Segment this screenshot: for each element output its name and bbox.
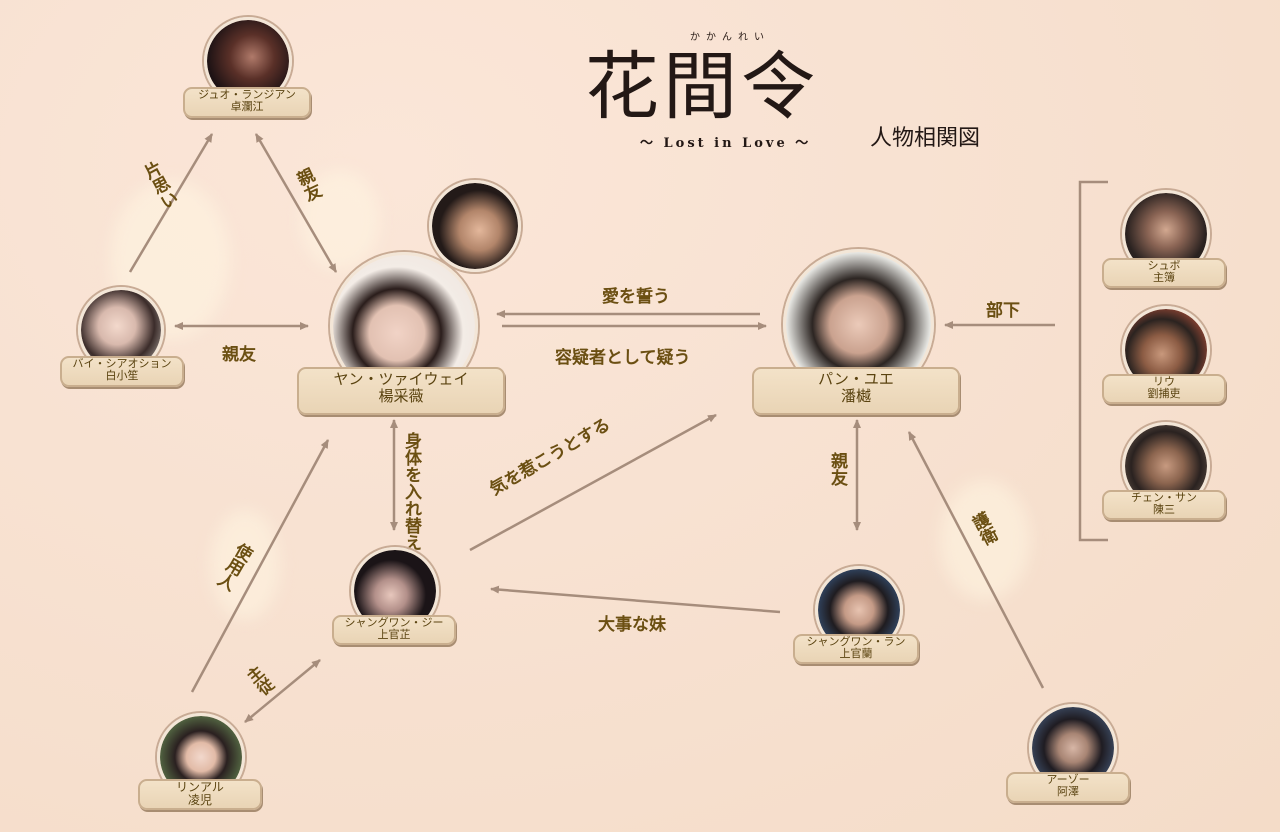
- avatar: [429, 180, 521, 272]
- name-plaque: シュボ 主簿: [1102, 258, 1226, 288]
- name-plaque: パン・ユエ 潘樾: [752, 367, 960, 415]
- name-plaque: ヤン・ツァイウェイ 楊采薇: [297, 367, 505, 415]
- name-plaque: リウ 劉捕吏: [1102, 374, 1226, 404]
- label-body-swap: 身体を入れ替える: [401, 432, 421, 568]
- name-plaque: ジュオ・ランジアン 卓瀾江: [183, 87, 311, 118]
- label-ki-wo-hikou: 気を惹こうとする: [486, 414, 614, 500]
- chart-title: 人物相関図: [870, 126, 981, 151]
- label-buka: 部下: [986, 301, 1020, 321]
- title-block: かかんれい 花間令 〜 Lost in Love 〜 人物相関図: [585, 28, 1005, 158]
- label-suspect: 容疑者として疑う: [555, 348, 691, 368]
- name-plaque: チェン・サン 陳三: [1102, 490, 1226, 520]
- arrow-lan-zhi: [490, 585, 781, 614]
- title-ruby: かかんれい: [690, 32, 770, 43]
- label-shuju: 主従: [241, 662, 277, 700]
- label-shinyu-pan: 親友: [827, 452, 847, 486]
- name-plaque: アーゾー 阿澤: [1006, 772, 1130, 803]
- page-subtitle: 〜 Lost in Love 〜: [640, 136, 812, 151]
- label-shinyu-bai: 親友: [222, 345, 256, 365]
- name-plaque: シャングワン・ラン 上官蘭: [793, 634, 919, 664]
- label-daiji-na-imouto: 大事な妹: [598, 615, 666, 635]
- subordinates-bracket: [1078, 180, 1108, 542]
- label-ai-wo-chikau: 愛を誓う: [602, 287, 670, 307]
- name-plaque: バイ・シアオション 白小笙: [60, 356, 184, 387]
- page-title: 花間令: [585, 44, 819, 130]
- name-plaque: シャングワン・ジー 上官芷: [332, 615, 456, 645]
- name-plaque: リンアル 凌児: [138, 779, 262, 810]
